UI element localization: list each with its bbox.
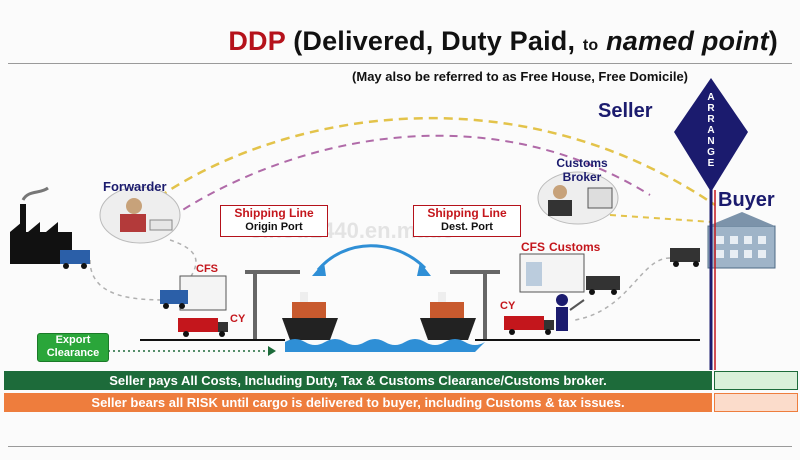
risk-bar: Seller bears all RISK until cargo is del… (4, 393, 712, 412)
broker-person-icon (537, 171, 619, 225)
origin-shipping-line-box: Shipping Line Origin Port (220, 205, 328, 237)
title-ddp: DDP (228, 26, 286, 56)
origin-cfs-label: CFS (196, 263, 218, 275)
customs-broker-label: Customs Broker (556, 156, 608, 184)
factory-icon (10, 186, 90, 269)
arrange-diamond-icon (674, 78, 748, 192)
sea-arrow (316, 244, 427, 271)
costs-bar: Seller pays All Costs, Including Duty, T… (4, 371, 712, 390)
origin-cy-truck-icon (178, 318, 228, 337)
yellow-dash-arc (134, 116, 716, 216)
forwarder-person-icon (99, 186, 181, 244)
dest-shipping-line-box: Shipping Line Dest. Port (413, 205, 521, 237)
origin-crane-icon (245, 270, 300, 340)
export-clearance-badge: Export Clearance (37, 333, 109, 362)
subtitle: (May also be referred to as Free House, … (352, 69, 688, 84)
origin-port-label: Origin Port (245, 221, 303, 233)
page-title: DDP (Delivered, Duty Paid, to named poin… (0, 26, 778, 57)
dest-ship-icon (420, 292, 476, 340)
customs-label: Customs (549, 240, 601, 254)
origin-cfs-icon (160, 275, 227, 311)
grey-flow-left (89, 259, 171, 301)
bottom-divider (8, 446, 792, 447)
title-to: to (582, 37, 599, 54)
dest-cfs-label: CFS (521, 240, 545, 254)
seller-label: Seller (598, 100, 653, 122)
buyer-label: Buyer (718, 189, 775, 211)
sea-waves (285, 339, 485, 352)
dest-cfs-icon (519, 253, 620, 295)
dest-port-label: Dest. Port (441, 221, 493, 233)
delivery-truck-icon (670, 248, 700, 267)
purple-dash-arc (159, 134, 651, 226)
title-divider (8, 63, 792, 64)
grey-flow-cfs (169, 239, 197, 279)
risk-bar-buyer-cell (714, 393, 798, 412)
export-arrow-head (268, 346, 276, 356)
broker-to-seller-dash (609, 214, 713, 223)
origin-shipping-line-label: Shipping Line (234, 206, 314, 220)
title-main: (Delivered, Duty Paid, (293, 26, 576, 56)
dest-cy-label: CY (500, 300, 516, 312)
sea-arrow-left-head (312, 262, 326, 276)
grey-flow-right (574, 257, 671, 321)
forwarder-label: Forwarder (103, 179, 167, 194)
dest-cy-truck-icon (504, 316, 554, 335)
title-named-point: named point (606, 26, 769, 56)
dest-crane-icon (450, 270, 500, 340)
origin-cy-label: CY (230, 313, 246, 325)
origin-ship-icon (282, 292, 338, 340)
costs-bar-buyer-cell (714, 371, 798, 390)
dest-shipping-line-label: Shipping Line (427, 206, 507, 220)
title-close: ) (768, 26, 778, 56)
customs-officer-icon (556, 294, 585, 331)
warehouse-icon (707, 212, 776, 269)
sea-arrow-right-head (417, 262, 431, 276)
